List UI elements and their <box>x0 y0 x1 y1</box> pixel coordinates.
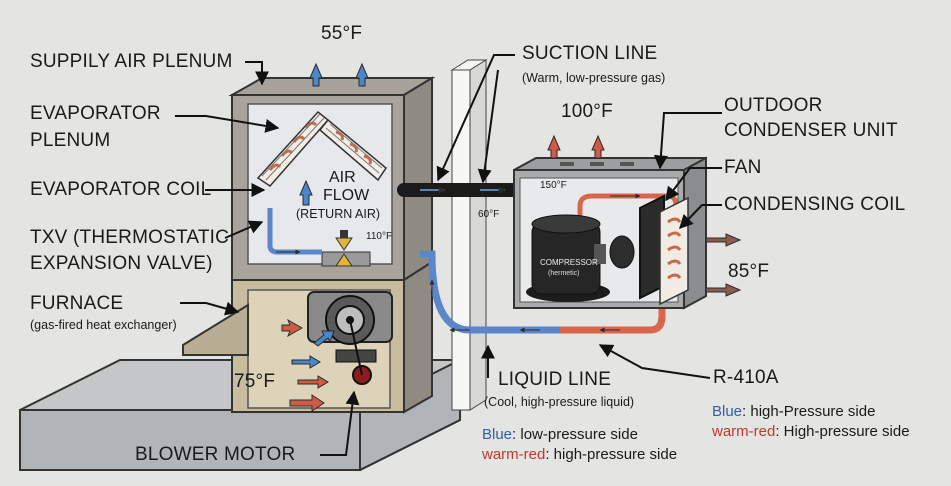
label-evaporator-plenum-line2: PLENUM <box>30 130 111 151</box>
legend-left-red-text: : high-pressure side <box>545 446 678 463</box>
label-liquid-line: LIQUID LINE <box>498 369 612 390</box>
compressor <box>526 214 610 302</box>
label-txv-line1: TXV (THERMOSTATIC <box>30 227 230 248</box>
label-blower-motor: BLOWER MOTOR <box>135 444 296 465</box>
blower-assembly <box>307 291 393 385</box>
label-liquid-line-sub: (Cool, high-pressure liquid) <box>484 395 635 409</box>
legend-left-blue-text: : low-pressure side <box>512 426 638 443</box>
label-condensing-coil: CONDENSING COIL <box>724 194 906 215</box>
legend-right-blue-text: : high-Pressure side <box>742 403 876 420</box>
label-suction-line: SUCTION LINE <box>522 43 658 64</box>
liquid-line-pipe <box>420 250 666 334</box>
label-return-air: (RETURN AIR) <box>296 207 381 221</box>
label-evaporator-plenum-line1: EVAPORATOR <box>30 103 161 124</box>
temp-suction: 60°F <box>478 209 500 220</box>
label-fan: FAN <box>724 157 762 178</box>
temp-discharge: 150°F <box>540 180 567 191</box>
condensing-coil <box>659 196 689 306</box>
label-furnace: FURNACE <box>30 293 124 314</box>
legend-right-blue: Blue: high-Pressure side <box>712 403 875 420</box>
label-compressor: COMPRESSOR <box>540 258 598 267</box>
legend-left-blue-word: Blue <box>482 426 513 443</box>
airflow-arrows <box>281 62 742 412</box>
label-txv-line2: EXPANSION VALVE) <box>30 253 213 274</box>
evaporator-a-coil <box>256 110 387 187</box>
temp-supply: 55°F <box>321 23 363 44</box>
legend-left-red: warm-red: high-pressure side <box>482 446 677 463</box>
label-evaporator-coil: EVAPORATOR COIL <box>30 179 212 200</box>
temp-txv: 110°F <box>366 231 393 242</box>
label-suction-line-sub: (Warm, low-pressure gas) <box>522 71 666 85</box>
label-outdoor-unit-line2: CONDENSER UNIT <box>724 120 898 141</box>
leader-lines <box>175 54 722 456</box>
temp-outdoor: 85°F <box>728 261 770 282</box>
legend-right-blue-word: Blue <box>712 403 743 420</box>
label-outdoor-unit-line1: OUTDOOR <box>724 95 823 116</box>
legend-right-red-word: warm-red <box>712 423 776 440</box>
legend-right-red-text: : High-pressure side <box>775 423 910 440</box>
temp-exhaust: 100°F <box>561 101 613 122</box>
label-air-flow-line2: FLOW <box>323 187 370 204</box>
legend-left-blue: Blue: low-pressure side <box>482 426 638 443</box>
txv-valve <box>321 230 371 267</box>
temp-return: 75°F <box>234 371 276 392</box>
label-furnace-sub: (gas-fired heat exchanger) <box>30 318 177 332</box>
legend-right-red: warm-red: High-pressure side <box>712 423 910 440</box>
condenser-fan <box>609 194 665 300</box>
label-refrigerant: R-410A <box>713 367 779 388</box>
label-compressor-sub: (hermetic) <box>548 270 580 277</box>
legend-left-red-word: warm-red <box>482 446 546 463</box>
label-supply-air-plenum: SUPPILY AIR PLENUM <box>30 51 233 72</box>
label-air-flow-line1: AIR <box>329 169 356 186</box>
